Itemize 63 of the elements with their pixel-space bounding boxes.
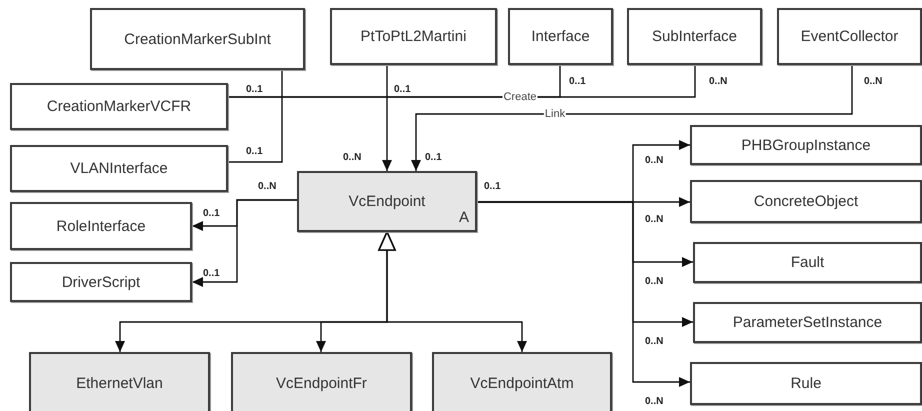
class-box	[693, 302, 922, 343]
class-box	[508, 8, 613, 65]
multiplicity-label: 0..N	[645, 276, 664, 288]
class-box	[330, 8, 497, 65]
class-box	[777, 8, 922, 65]
class-box	[690, 180, 922, 223]
class-name: SubInterface	[652, 28, 738, 45]
class-box	[10, 145, 228, 192]
class-name: VcEndpointFr	[276, 374, 367, 392]
class-name: DriverScript	[62, 274, 140, 290]
class-name: Rule	[790, 375, 822, 392]
multiplicity-label: 0..N	[645, 396, 664, 408]
association-line	[382, 65, 392, 171]
class-box	[297, 171, 477, 232]
class-name: PtToPtL2Martini	[360, 28, 466, 45]
class-name: VLANInterface	[70, 160, 168, 177]
multiplicity-label: 0..N	[709, 76, 728, 88]
multiplicity-label: 0..1	[246, 146, 263, 158]
class-box	[10, 202, 192, 250]
class-name: VcEndpoint	[348, 193, 426, 210]
class-name: ConcreteObject	[754, 193, 858, 210]
class-box	[10, 83, 228, 130]
association-line	[192, 199, 297, 287]
class-box	[432, 352, 612, 411]
association-line	[228, 65, 696, 98]
multiplicity-label: 0..N	[645, 155, 664, 167]
multiplicity-label: 0..1	[394, 84, 411, 96]
class-box	[29, 352, 210, 411]
class-box	[10, 262, 192, 302]
class-name: Fault	[790, 254, 824, 271]
class-name: EventCollector	[800, 28, 898, 45]
association-line	[228, 70, 283, 163]
multiplicity-label: 0..N	[645, 336, 664, 348]
multiplicity-label: 0..1	[203, 268, 220, 280]
edge-label: Link	[544, 108, 566, 120]
class-box	[690, 362, 922, 405]
multiplicity-label: 0..N	[258, 181, 276, 193]
class-name: Interface	[531, 28, 590, 45]
class-name: ParameterSetInstance	[732, 314, 882, 331]
edge-label: Create	[502, 91, 538, 103]
class-name: VcEndpointAtm	[470, 374, 574, 392]
inheritance-arrow	[378, 231, 527, 352]
class-box	[90, 8, 305, 70]
multiplicity-label: 0..N	[864, 76, 882, 88]
class-box	[627, 8, 762, 65]
class-name: PHBGroupInstance	[741, 136, 871, 154]
multiplicity-label: 0..N	[645, 214, 664, 226]
class-box	[231, 352, 412, 411]
association-line	[477, 201, 690, 387]
class-name: RoleInterface	[56, 218, 146, 234]
class-box	[693, 242, 922, 283]
multiplicity-label: 0..1	[484, 181, 501, 193]
class-box	[690, 125, 922, 165]
abstract-marker: A	[458, 209, 469, 226]
multiplicity-label: 0..1	[425, 152, 442, 164]
class-name: CreationMarkerSubInt	[124, 30, 271, 48]
class-name: CreationMarkerVCFR	[46, 98, 192, 115]
class-name: EthernetVlan	[76, 374, 163, 392]
association-line	[411, 65, 853, 171]
multiplicity-label: 0..N	[343, 152, 362, 164]
multiplicity-label: 0..1	[569, 76, 586, 88]
multiplicity-label: 0..1	[246, 84, 263, 96]
multiplicity-label: 0..1	[203, 208, 220, 220]
